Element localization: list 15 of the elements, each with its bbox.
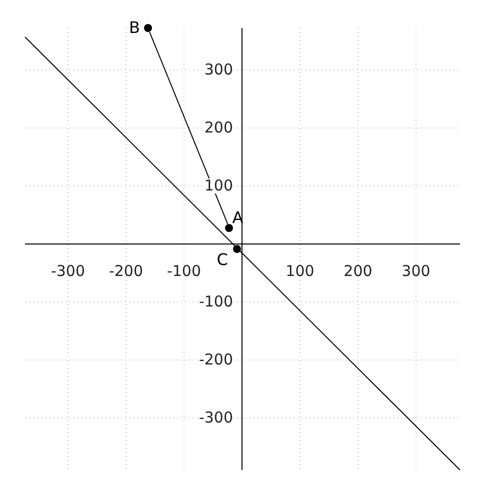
tick-label: -200 — [198, 352, 233, 368]
tick-label: -300 — [198, 410, 233, 426]
tick-label: -200 — [108, 264, 144, 279]
tick-label: 300 — [204, 62, 233, 78]
tick-label: 100 — [204, 178, 233, 194]
tick-label: 100 — [286, 264, 314, 279]
line-segment — [149, 31, 228, 225]
tick-label: 200 — [204, 120, 233, 136]
tick-label: 300 — [402, 264, 430, 279]
tick-label: -100 — [166, 264, 202, 279]
tick-label: 200 — [344, 264, 372, 279]
tick-label: -100 — [198, 294, 233, 310]
point-label: B — [129, 20, 140, 36]
point-label: C — [216, 252, 228, 268]
tick-label: -300 — [50, 264, 86, 279]
